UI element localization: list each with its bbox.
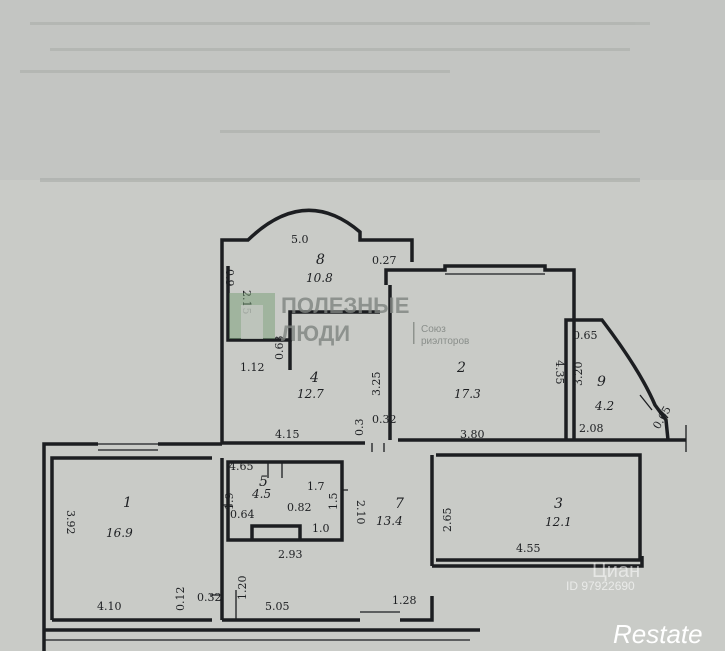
dim-2-08: 2.08 (579, 422, 604, 435)
dim-4-65: 4.65 (229, 460, 254, 473)
dim-1-28: 1.28 (392, 594, 417, 607)
dim-0-32-b: 0.32 (197, 591, 222, 604)
bleed-through-text (20, 22, 650, 182)
cian-label: Циан (592, 560, 640, 582)
dim-1-0: 1.0 (312, 522, 330, 535)
room-3-number: 3 (554, 496, 563, 512)
window-marks (44, 239, 687, 641)
dim-0-9: 0.9 (223, 269, 236, 287)
room-7-number: 7 (395, 496, 404, 512)
dim-3-80: 3.80 (460, 428, 485, 441)
room-8-area: 10.8 (306, 271, 333, 285)
room-5-number: 5 (259, 474, 268, 490)
dim-0-27: 0.27 (372, 254, 397, 267)
room-8-number: 8 (316, 252, 325, 268)
dim-2-65: 2.65 (441, 508, 454, 533)
dim-0-63: 0.63 (273, 336, 286, 361)
dim-3-25: 3.25 (370, 372, 383, 397)
dim-0-3: 0.3 (353, 419, 366, 437)
room-1-area: 16.9 (106, 526, 133, 540)
dim-1-5: 1.5 (327, 493, 340, 511)
dim-4-55: 4.55 (516, 542, 541, 555)
dim-0-32: 0.32 (372, 413, 397, 426)
restate-watermark: Restate (613, 619, 703, 649)
cian-watermark: Циан ID 97922690 (566, 560, 640, 593)
brand-line-2: ЛЮДИ (281, 321, 350, 346)
room-9-number: 9 (597, 374, 606, 390)
room-7-area: 13.4 (376, 514, 403, 528)
room-labels: 1 16.9 2 17.3 3 12.1 4 12.7 5 4.5 7 13.4… (106, 252, 614, 540)
brand-line-1: ПОЛЕЗНЫЕ (281, 293, 409, 318)
dim-1-9: 1.9 (223, 493, 236, 511)
dim-0-64: 0.64 (230, 508, 255, 521)
room-4-area: 12.7 (297, 387, 324, 401)
room-3-area: 12.1 (545, 515, 572, 529)
dim-1-7: 1.7 (307, 480, 325, 493)
room-1-number: 1 (123, 495, 132, 511)
room-4-number: 4 (309, 370, 319, 386)
brand-small-line-1: Союз (421, 324, 446, 335)
dim-5-05: 5.05 (265, 600, 290, 613)
room-2-number: 2 (456, 360, 466, 376)
dim-4-35: 4.35 (553, 360, 566, 385)
dim-4-10: 4.10 (97, 600, 122, 613)
dim-1-20: 1.20 (236, 576, 249, 601)
dim-2-93: 2.93 (278, 548, 303, 561)
dim-4-15: 4.15 (275, 428, 300, 441)
cian-id: ID 97922690 (566, 579, 635, 593)
room-2-area: 17.3 (454, 387, 481, 401)
dim-0-12: 0.12 (174, 587, 187, 612)
dim-3-92: 3.92 (64, 510, 77, 535)
room-9-area: 4.2 (594, 399, 614, 413)
dim-top-arc: 5.0 (291, 233, 309, 246)
walls (42, 208, 686, 651)
dim-2-10: 2.10 (354, 500, 367, 525)
room-5-area: 4.5 (251, 487, 271, 501)
brand-watermark: ПОЛЕЗНЫЕ ЛЮДИ Союз риэлторов (229, 293, 469, 347)
dim-0-65: 0.65 (573, 329, 598, 342)
dimension-labels: 5.0 2.15 0.9 0.27 0.63 1.12 3.25 4.15 0.… (64, 233, 674, 613)
dim-0-82: 0.82 (287, 501, 312, 514)
dim-3-20: 3.20 (572, 362, 585, 387)
restate-label: Restate (613, 619, 703, 649)
brand-small-line-2: риэлторов (421, 336, 469, 347)
dim-1-12: 1.12 (240, 361, 265, 374)
